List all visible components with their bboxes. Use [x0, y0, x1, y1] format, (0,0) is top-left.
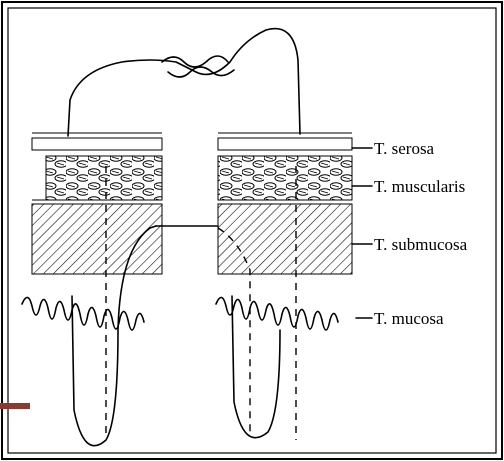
right-submucosa-layer: [218, 204, 352, 274]
left-submucosa-layer: [32, 204, 162, 274]
right-serosa-layer: [218, 138, 352, 150]
accent-bar: [0, 403, 30, 409]
right-tissue-block: [216, 133, 352, 440]
suture-knot: [162, 56, 234, 77]
left-mucosa-villi: [22, 297, 144, 330]
label-submucosa: T. submucosa: [374, 235, 468, 254]
right-mucosa-villi: [216, 297, 338, 330]
left-tissue-block: [22, 133, 162, 446]
left-serosa-layer: [32, 138, 162, 150]
label-mucosa: T. mucosa: [374, 309, 444, 328]
label-muscularis: T. muscularis: [374, 177, 465, 196]
left-muscularis-layer: [46, 156, 162, 200]
right-muscularis-layer: [218, 156, 352, 200]
right-lumen-loop: [232, 296, 280, 438]
label-serosa: T. serosa: [374, 139, 435, 158]
suture-loop: [68, 29, 300, 136]
